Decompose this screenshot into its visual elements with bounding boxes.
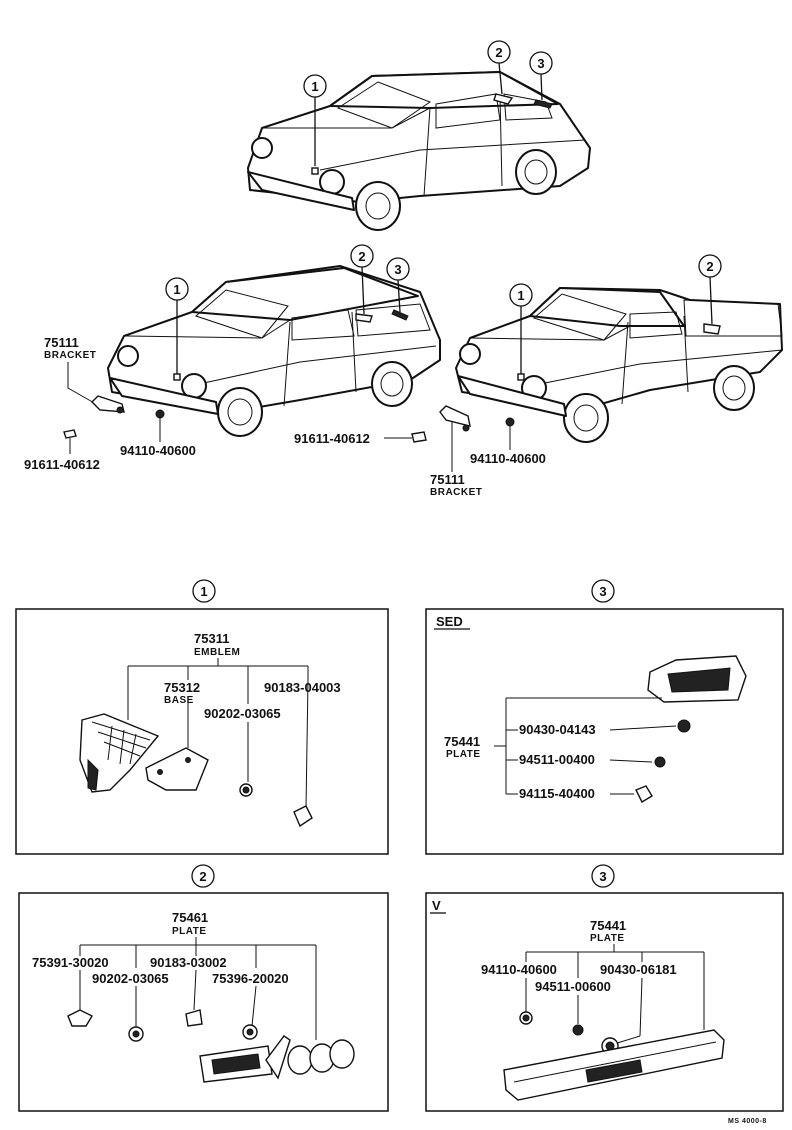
svg-text:3: 3 [599,869,606,884]
v-plate-label: PLATE [590,933,625,944]
svg-text:2: 2 [199,869,206,884]
v-p1-number: 94110-40600 [481,962,557,977]
base-part [145,747,209,791]
callout-2-pickup: 2 [698,254,722,325]
sed-tag: SED [436,614,463,629]
wagon-nut-number: 94110-40600 [120,443,196,458]
sedan-illustration [247,71,591,231]
screw-part [411,431,427,443]
wagon-bracket-label: BRACKET [44,350,96,361]
callout-1-top: 1 [303,74,327,166]
sed-p2-number: 94511-00400 [519,752,595,767]
detail-box-2 [18,892,389,1112]
emblem-number: 75311 [194,631,229,646]
emblem-part [79,713,160,793]
bracket-part [439,405,471,427]
detail-box-3-v [425,892,784,1112]
callout-1-pickup: 1 [509,283,533,374]
emblem-label: EMBLEM [194,647,240,658]
callout-1-box: 1 [192,579,216,603]
box1-parts: 75311 EMBLEM 75312 BASE 90183-04003 9020… [79,631,341,828]
callout-2-box: 2 [191,864,215,888]
callout-2-wagon: 2 [350,244,374,315]
callout-3-sed-box: 3 [591,579,615,603]
svg-text:3: 3 [599,584,606,599]
svg-text:2: 2 [706,259,713,274]
svg-text:2: 2 [358,249,365,264]
detail-box-3-sed [425,608,784,855]
nut-part [505,417,515,427]
svg-text:1: 1 [311,79,318,94]
base-label: BASE [164,695,194,706]
sed-plate-number: 75441 [444,734,480,749]
pickup-bracket-label: BRACKET [430,487,482,498]
pickup-nut-number: 94110-40600 [470,451,546,466]
svg-text:3: 3 [537,56,544,71]
clip-a-number: 90202-03065 [204,706,281,721]
sed-p2-part [654,756,666,768]
base-number: 75312 [164,680,200,695]
v-p2-number: 90430-06181 [600,962,677,977]
plate-2-p4-number: 75396-20020 [212,971,289,986]
pickup-illustration [455,287,783,443]
callout-1-wagon: 1 [165,277,189,374]
screw-part [63,429,77,439]
v-tag: V [432,898,441,913]
bracket-part [91,395,125,413]
wagon-bracket-number: 75111 [44,335,79,350]
v-p3-part [572,1024,584,1036]
svg-text:1: 1 [517,288,524,303]
plate-2-p1-number: 75391-30020 [32,955,109,970]
callout-2-top: 2 [487,40,511,95]
pickup-bracket-group: 91611-40612 75111 BRACKET 94110-40600 [294,405,546,498]
callout-3-wagon: 3 [386,257,410,313]
box2-parts: 75461 PLATE 75391-30020 90183-03002 9020… [32,910,355,1083]
svg-text:1: 1 [200,584,207,599]
svg-text:3: 3 [394,262,401,277]
callout-3-v-box: 3 [591,864,615,888]
sed-p1-number: 90430-04143 [519,722,596,737]
nut-part [155,409,165,419]
box3v-parts: V 75441 PLATE 94110-40600 90430-06181 94… [430,898,725,1101]
footer-code: MS 4000-8 [728,1118,767,1125]
v-p3-number: 94511-00600 [535,979,611,994]
wagon-screw-number: 91611-40612 [24,457,100,472]
sed-p3-part [635,785,653,803]
plate-2-p3-number: 90202-03065 [92,971,169,986]
callout-3-top: 3 [529,51,553,101]
sed-plate-label: PLATE [446,749,481,760]
sed-p3-number: 94115-40400 [519,786,595,801]
pickup-bracket-number: 75111 [430,472,465,487]
p1-part [67,1009,93,1027]
wagon-bracket-group: 75111 BRACKET 91611-40612 94110-40600 [24,335,196,472]
plate-2-number: 75461 [172,910,208,925]
plate-2-p2-number: 90183-03002 [150,955,227,970]
clip-b-number: 90183-04003 [264,680,341,695]
clip-b-part [293,805,313,828]
pickup-screw-number: 91611-40612 [294,431,370,446]
wagon-illustration [107,265,441,437]
plate-2-label: PLATE [172,926,207,937]
detail-box-1 [15,608,389,855]
svg-text:1: 1 [173,282,180,297]
svg-text:2: 2 [495,45,502,60]
v-plate-number: 75441 [590,918,626,933]
sed-p1-part [677,719,691,733]
box3sed-parts: SED 75441 PLATE 90430-04143 94511-00400 … [434,614,747,803]
p2-part [185,1009,203,1027]
